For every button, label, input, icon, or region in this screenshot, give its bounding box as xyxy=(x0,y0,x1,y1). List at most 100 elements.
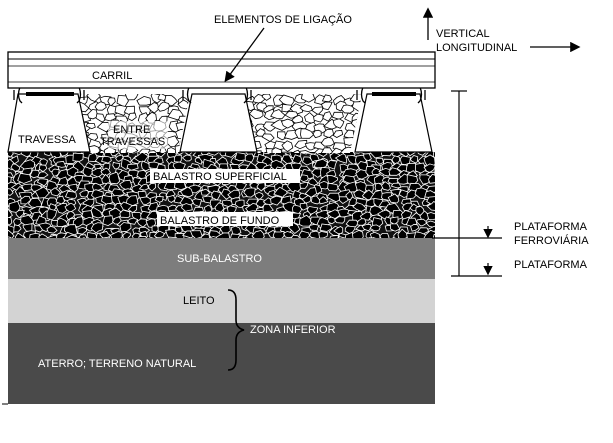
sleeper-right xyxy=(354,93,433,153)
ballast-stone xyxy=(436,153,451,164)
ballast-stone xyxy=(270,195,283,206)
ballast-stone xyxy=(319,223,333,232)
ballast-stone xyxy=(327,175,339,185)
ballast-stone xyxy=(56,217,69,227)
ballast-stone xyxy=(334,153,348,164)
ballast-stone xyxy=(82,237,86,238)
ballast-stone xyxy=(96,121,111,133)
ballast-stone xyxy=(389,223,401,232)
ballast-stone xyxy=(436,197,444,206)
ballast-stone xyxy=(183,152,193,156)
ballast-stone xyxy=(29,232,40,238)
ballast-stone xyxy=(127,217,139,225)
leito-layer xyxy=(8,279,435,323)
ballast-stone xyxy=(62,236,67,238)
ballast-stone xyxy=(122,231,131,238)
ballast-stone xyxy=(85,122,96,130)
ballast-stone xyxy=(55,203,69,214)
ballast-stone xyxy=(438,163,447,169)
ballast-stone xyxy=(439,220,449,230)
ballast-stone xyxy=(10,152,25,156)
ballast-stone xyxy=(179,186,194,198)
ballast-stone xyxy=(367,237,376,238)
balastro-superficial-label: BALASTRO SUPERFICIAL xyxy=(153,171,287,183)
ballast-stone xyxy=(38,233,49,238)
ballast-stone xyxy=(299,103,313,113)
ballast-stone xyxy=(290,234,301,238)
ballast-stone xyxy=(138,183,150,191)
ballast-stone xyxy=(310,195,322,205)
ballast-stone xyxy=(323,128,335,139)
ballast-stone xyxy=(203,204,213,213)
ballast-stone xyxy=(208,236,218,238)
sub-balastro-label: SUB-BALASTRO xyxy=(177,253,262,265)
elementos-ligacao-label: ELEMENTOS DE LIGAÇÃO xyxy=(214,13,352,26)
ballast-stone xyxy=(433,229,435,235)
ballast-stone xyxy=(86,232,99,238)
ballast-stone xyxy=(300,94,316,103)
ballast-stone xyxy=(379,233,390,238)
ballast-stone xyxy=(79,189,90,198)
ballast-stone xyxy=(167,194,177,203)
ballast-stone xyxy=(267,189,277,198)
ballast-stone xyxy=(308,223,320,232)
ballast-stone xyxy=(372,237,376,238)
ballast-stone xyxy=(110,230,123,238)
ballast-stone xyxy=(189,230,203,238)
ballast-stone xyxy=(119,222,132,233)
ballast-stone xyxy=(90,222,104,234)
ballast-stone xyxy=(300,128,315,139)
ballast-stone xyxy=(320,136,335,147)
ballast-stone xyxy=(380,152,393,157)
ballast-stone xyxy=(283,230,296,238)
ballast-stone xyxy=(390,182,402,189)
ballast-stone xyxy=(68,183,78,193)
ballast-stone xyxy=(65,210,76,221)
ballast-stone xyxy=(316,152,328,157)
ballast-stone xyxy=(310,236,317,238)
ballast-stone xyxy=(21,183,33,192)
leito-label: LEITO xyxy=(183,295,215,307)
ballast-stone xyxy=(375,157,384,165)
ballast-stone xyxy=(318,230,329,238)
ballast-stone xyxy=(153,230,165,238)
ballast-stone xyxy=(299,174,309,183)
ballast-stone xyxy=(51,168,60,177)
ballast-stone xyxy=(320,101,333,111)
ballast-stone xyxy=(423,229,435,238)
ballast-stone xyxy=(78,234,88,238)
ballast-stone xyxy=(136,95,152,106)
ballast-stone xyxy=(369,152,385,159)
ballast-stone xyxy=(436,176,445,184)
ballast-stone xyxy=(318,180,330,190)
ballast-stone xyxy=(234,152,247,162)
sleeper-center xyxy=(179,93,258,153)
ballast-stone xyxy=(417,152,428,156)
ballast-stone xyxy=(177,99,190,110)
ballast-stone xyxy=(351,101,362,113)
ballast-stone xyxy=(299,214,313,227)
balastro-fundo-label: BALASTRO DE FUNDO xyxy=(160,215,280,227)
ballast-stone xyxy=(181,154,192,162)
ballast-stone xyxy=(298,230,310,238)
ballast-stone xyxy=(168,236,178,238)
ballast-stone xyxy=(337,236,347,238)
ballast-stone xyxy=(273,186,288,198)
aterro-label: ATERRO; TERRENO NATURAL xyxy=(38,358,196,370)
ballast-stone xyxy=(284,110,299,119)
ballast-stone xyxy=(437,204,446,211)
ballast-stone xyxy=(155,152,167,158)
ballast-stone xyxy=(432,234,435,238)
ballast-stone xyxy=(255,128,266,137)
ballast-stone xyxy=(338,196,349,204)
ballast-stone xyxy=(243,187,256,198)
ballast-stone xyxy=(15,209,25,219)
ballast-stone xyxy=(167,204,178,212)
ballast-stone xyxy=(414,187,428,200)
ballast-stone xyxy=(416,218,428,227)
carril-label: CARRIL xyxy=(92,70,132,82)
ballast-stone xyxy=(17,172,33,184)
ballast-stone xyxy=(95,113,106,123)
rail-pad-right xyxy=(372,92,416,96)
ballast-stone xyxy=(191,198,203,208)
